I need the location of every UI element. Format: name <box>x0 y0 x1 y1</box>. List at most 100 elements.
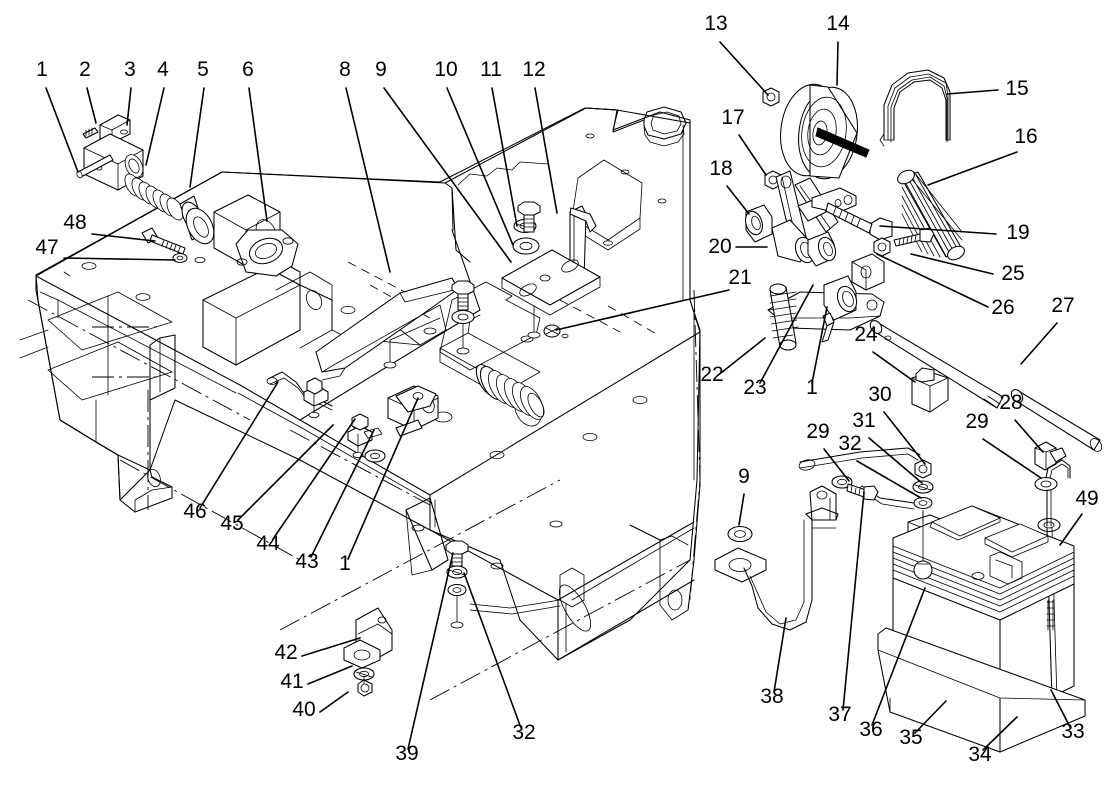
callout-1: 1 <box>806 306 828 399</box>
callout-leader-line <box>407 552 454 750</box>
callout-number: 29 <box>806 420 829 443</box>
callout-number: 49 <box>1075 487 1098 510</box>
callout-leader-line <box>811 306 828 384</box>
callout-number: 25 <box>1001 262 1024 285</box>
callout-number: 46 <box>183 500 206 523</box>
callout-leader-line <box>86 87 97 124</box>
callout-number: 1 <box>36 58 48 81</box>
callout-leader-line <box>383 87 512 263</box>
callout-number: 41 <box>280 670 303 693</box>
callout-20: 20 <box>708 235 768 258</box>
callout-25: 25 <box>910 253 1025 285</box>
callout-number: 18 <box>709 157 732 180</box>
callout-47: 47 <box>35 236 176 261</box>
callout-leader-line <box>248 87 268 222</box>
callout-28: 28 <box>999 391 1044 453</box>
callout-number: 42 <box>274 641 297 664</box>
callout-9: 9 <box>375 58 512 263</box>
callout-leader-line <box>1014 419 1044 453</box>
callout-leader-line <box>883 411 926 465</box>
callout-36: 36 <box>859 587 926 741</box>
callout-31: 31 <box>852 409 923 484</box>
callout-42: 42 <box>274 637 361 664</box>
callout-number: 27 <box>1051 294 1074 317</box>
callout-38: 38 <box>760 617 787 708</box>
callout-45: 45 <box>220 424 334 535</box>
callout-leader-line <box>345 87 391 273</box>
callout-44: 44 <box>256 418 356 555</box>
callout-1: 1 <box>339 397 419 575</box>
callout-number: 33 <box>1061 720 1084 743</box>
part-group-pulley-belt <box>762 69 951 180</box>
callout-12: 12 <box>522 58 558 214</box>
callout-number: 13 <box>704 12 727 35</box>
callout-number: 35 <box>899 726 922 749</box>
callout-leader-line <box>879 225 997 235</box>
callout-35: 35 <box>899 700 947 749</box>
callout-leader-line <box>446 87 514 246</box>
callout-leader-line <box>836 41 839 86</box>
callout-number: 9 <box>738 465 750 488</box>
callout-16: 16 <box>927 125 1038 186</box>
callout-33: 33 <box>1050 689 1085 743</box>
callout-number: 3 <box>124 58 136 81</box>
callout-number: 17 <box>721 106 744 129</box>
callout-leader-line <box>1050 689 1071 728</box>
callout-4: 4 <box>145 58 169 166</box>
callout-number: 32 <box>838 432 861 455</box>
callout-27: 27 <box>1020 294 1075 365</box>
callout-leader-line <box>927 151 1018 186</box>
callout-number: 44 <box>256 532 280 555</box>
callout-number: 9 <box>375 58 387 81</box>
callout-6: 6 <box>242 58 268 222</box>
callout-5: 5 <box>189 58 209 188</box>
callout-leader-line <box>914 700 947 734</box>
callout-48: 48 <box>63 211 156 242</box>
callout-leader-line <box>868 437 923 484</box>
callout-3: 3 <box>124 58 136 126</box>
callout-29: 29 <box>806 420 850 482</box>
callout-leader-line <box>719 41 769 96</box>
callout-leader-line <box>759 284 814 384</box>
callout-leader-line <box>738 493 745 526</box>
part-6-flange-housing <box>213 194 299 277</box>
callout-number: 48 <box>63 211 86 234</box>
callout-leader-line <box>726 185 750 215</box>
callout-37: 37 <box>828 491 865 726</box>
callout-number: 37 <box>828 703 851 726</box>
callout-leader-line <box>823 448 850 482</box>
callout-leader-line <box>720 337 766 374</box>
callout-leader-line <box>145 87 165 166</box>
callout-leader-line <box>1059 513 1083 546</box>
callout-number: 36 <box>859 718 882 741</box>
callout-49: 49 <box>1059 487 1099 546</box>
callout-number: 26 <box>991 296 1014 319</box>
callout-number: 45 <box>220 512 243 535</box>
callout-leader-line <box>946 89 999 95</box>
callout-number: 2 <box>79 58 91 81</box>
part-group-damper-rod <box>76 114 299 277</box>
callout-leader-line <box>301 637 361 657</box>
callout-leader-line <box>45 87 79 173</box>
part-24-knob <box>911 367 949 413</box>
part-group-linkage <box>745 169 965 351</box>
callout-11: 11 <box>480 58 518 227</box>
callout-leader-line <box>1020 322 1058 365</box>
callout-leader-line <box>310 429 375 558</box>
callout-40: 40 <box>292 691 349 721</box>
callout-15: 15 <box>946 77 1029 100</box>
callout-39: 39 <box>395 552 454 765</box>
callout-leader-line <box>189 87 205 188</box>
callout-number: 15 <box>1005 77 1028 100</box>
callout-number: 31 <box>852 409 875 432</box>
callout-number: 28 <box>999 391 1022 414</box>
callout-leader-line <box>347 397 419 560</box>
callout-number: 24 <box>854 323 878 346</box>
callout-8: 8 <box>339 58 391 273</box>
callout-number: 5 <box>197 58 209 81</box>
callout-41: 41 <box>280 665 353 693</box>
frame-chassis <box>19 106 701 701</box>
callout-number: 23 <box>743 376 766 399</box>
callout-number: 8 <box>339 58 351 81</box>
